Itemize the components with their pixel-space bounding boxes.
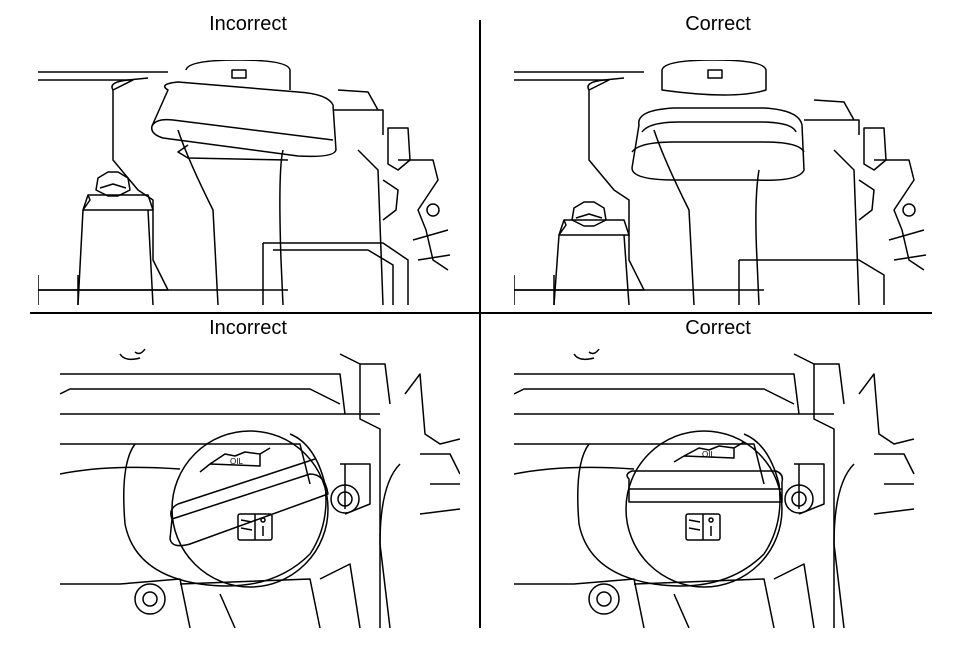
cap-handle [627, 471, 782, 502]
bolt-bottom [135, 584, 165, 614]
engine-cover-outline [514, 72, 644, 290]
oil-text: OIL [230, 457, 243, 466]
horizontal-divider [30, 312, 932, 314]
illustration-top-right [514, 60, 926, 305]
engine-cover-outline [38, 72, 168, 290]
bolt-head [96, 172, 130, 196]
vertical-divider [479, 20, 481, 628]
cap-recess [578, 434, 780, 586]
illustration-bottom-right: OIL [514, 344, 924, 628]
intake-tube [78, 195, 153, 305]
oil-text: OIL [702, 450, 715, 459]
crooked-cap [152, 82, 336, 156]
illustration-bottom-left: OIL [60, 344, 460, 628]
label-bottom-right: Correct [685, 317, 751, 339]
illustration-top-left [38, 60, 450, 305]
engine-cover-outline [514, 374, 834, 414]
oil-cap [172, 431, 328, 587]
rear-cap-base [186, 60, 290, 90]
engine-cover-outline [60, 374, 380, 414]
oil-can-symbol [674, 442, 744, 462]
oil-can-symbol [200, 448, 270, 472]
bolt-right [331, 485, 359, 513]
label-top-left: Incorrect [209, 13, 287, 35]
oil-cap [626, 431, 782, 587]
filler-neck [178, 130, 383, 305]
bolt-head [572, 202, 606, 226]
cap-handle [170, 474, 328, 546]
intake-tube [554, 220, 629, 305]
cap-recess [124, 434, 326, 586]
label-bottom-left: Incorrect [209, 317, 287, 339]
seated-cap [632, 108, 804, 180]
label-top-right: Correct [685, 13, 751, 35]
bolt-right [785, 485, 813, 513]
rear-cap-base [662, 60, 766, 95]
bolt-bottom [589, 584, 619, 614]
